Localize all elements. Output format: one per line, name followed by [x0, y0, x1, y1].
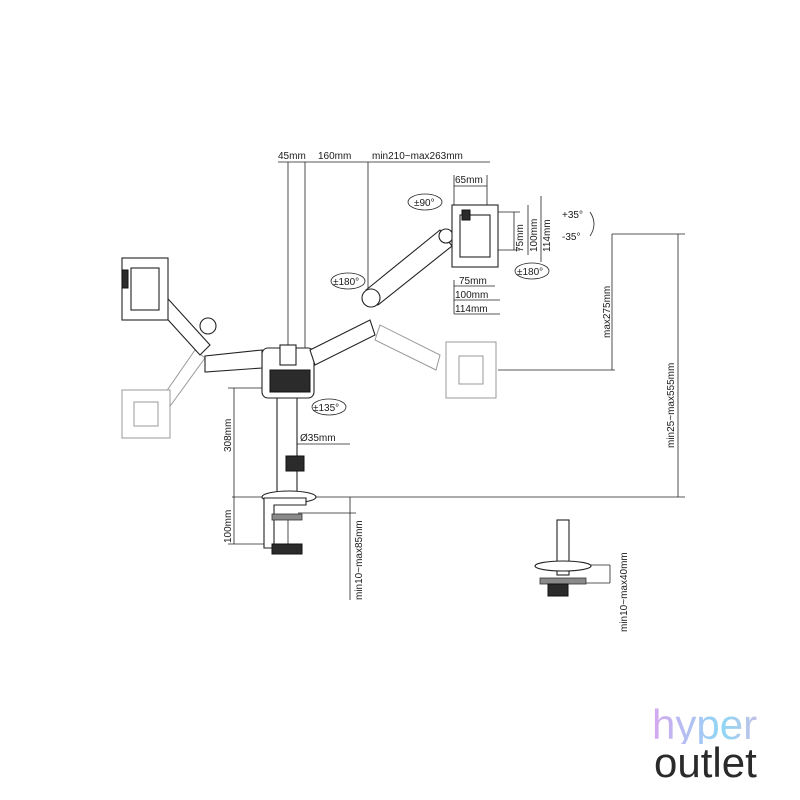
dim-45mm: 45mm: [278, 151, 306, 162]
dim-reach: min210~max263mm: [372, 151, 463, 162]
label-tilt-up: +35°: [562, 210, 583, 221]
ghost-arm-left: [121, 349, 206, 439]
dim-100mm-vertical: 100mm: [529, 219, 540, 252]
label-tilt-down: -35°: [562, 232, 580, 243]
logo-line-hyper: hyper: [652, 704, 792, 746]
logo-line-outlet: outlet: [654, 739, 757, 786]
dim-100mm-clamp: 100mm: [223, 510, 234, 543]
label-rot-180-arm: ±180°: [333, 277, 359, 288]
dim-100mm-horizontal: 100mm: [455, 290, 488, 301]
dim-height-range: min25~max555mm: [666, 363, 677, 448]
dim-308mm: 308mm: [223, 419, 234, 452]
rotation-arrows: [311, 193, 595, 416]
label-rot-180-vesa: ±180°: [517, 267, 543, 278]
pole-assembly: [261, 394, 317, 555]
ghost-arm-right: [374, 324, 497, 399]
rotation-labels: +35° -35° ±90° ±180° ±180° ±135°: [313, 198, 583, 414]
dim-114mm-horizontal: 114mm: [455, 304, 488, 315]
right-arm: [309, 204, 499, 366]
label-rot-135: ±135°: [313, 403, 339, 414]
dim-grommet-range: min10~max40mm: [619, 552, 630, 632]
dim-pole-diameter: Ø35mm: [300, 433, 336, 444]
dim-65mm: 65mm: [455, 175, 483, 186]
dim-clamp-range: min10~max85mm: [354, 520, 365, 600]
left-arm: [121, 257, 263, 373]
dim-160mm: 160mm: [318, 151, 351, 162]
dim-114mm-vertical: 114mm: [542, 219, 553, 252]
grommet-mount: [534, 519, 592, 597]
dimension-labels: 45mm 160mm min210~max263mm 65mm 75mm 100…: [223, 151, 677, 632]
dim-75mm-vertical: 75mm: [515, 224, 526, 252]
label-rot-90: ±90°: [414, 198, 435, 209]
dim-max275mm: max275mm: [602, 286, 613, 338]
dim-75mm-horizontal: 75mm: [459, 276, 487, 287]
hyper-outlet-logo: hyper outlet: [652, 704, 792, 796]
arm-base: [261, 344, 315, 399]
